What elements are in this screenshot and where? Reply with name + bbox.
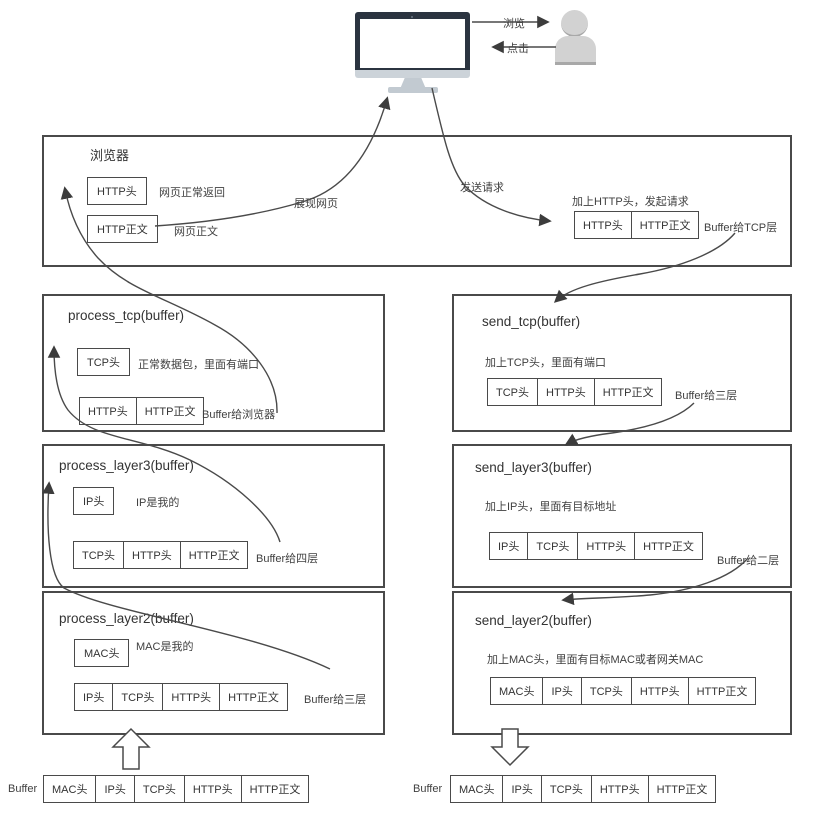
monitor-icon [355,10,470,93]
packet-cell: HTTP正文 [647,776,716,802]
packet-cell: TCP头 [133,776,184,802]
send-layer3-box: send_layer3(buffer) 加上IP头，里面有目标地址 IP头 TCP… [452,444,792,588]
send-layer3-title: send_layer3(buffer) [475,460,592,475]
packet-cell: TCP头 [112,684,162,710]
buffer-left-label: Buffer [8,783,38,795]
browser-title: 浏览器 [90,148,130,163]
packet-cell: HTTP正文 [634,533,702,559]
packet-cell: HTTP正文 [687,678,756,704]
buffer-to-layer3-right-label: Buffer给三层 [675,390,738,402]
tcp-head-box: TCP头 [77,348,130,376]
packet-cell: HTTP头 [583,220,623,232]
packet-cell: HTTP头 [88,406,128,418]
mac-head-note: MAC是我的 [136,641,194,653]
user-head [561,10,588,37]
tcp-head-note: 正常数据包，里面有端口 [138,359,259,371]
packet-cell: HTTP头 [183,776,241,802]
process-layer3-box: process_layer3(buffer) IP头 IP是我的 TCP头 HTT… [42,444,385,588]
send-tcp-note: 加上TCP头，里面有端口 [485,357,606,369]
packet-cell: TCP头 [527,533,577,559]
send-tcp-title: send_tcp(buffer) [482,314,581,329]
request-packet-row: HTTP头 HTTP正文 [574,211,700,239]
packet-cell: MAC头 [499,686,535,698]
packet-cell: TCP头 [540,776,591,802]
browser-box: 浏览器 HTTP头 网页正常返回 HTTP正文 网页正文 展现网页 发送请求 加… [42,135,792,267]
send-request-label: 发送请求 [460,182,504,194]
http-header-note: 网页正常返回 [159,187,225,199]
packet-cell: HTTP正文 [135,398,204,424]
monitor-stand-base [388,87,438,93]
http-body-note: 网页正文 [174,226,218,238]
packet-cell: TCP头 [82,550,115,562]
packet-cell: MAC头 [459,784,495,796]
packet-cell: HTTP头 [577,533,634,559]
packet-cell: IP头 [83,692,105,704]
ip-head-note: IP是我的 [136,497,180,509]
process-layer2-box: process_layer2(buffer) MAC头 MAC是我的 IP头 TC… [42,591,385,735]
user-icon [552,8,602,68]
packet-cell: MAC头 [52,784,88,796]
packet-cell: HTTP头 [590,776,648,802]
process-layer3-title: process_layer3(buffer) [59,458,194,473]
ip-head-box: IP头 [73,487,115,515]
process-layer2-title: process_layer2(buffer) [59,611,194,626]
send-layer3-note: 加上IP头，里面有目标地址 [485,501,617,513]
add-http-note: 加上HTTP头，发起请求 [572,196,689,208]
packet-cell: TCP头 [580,678,631,704]
buffer-to-layer3-left-label: Buffer给三层 [304,694,367,706]
packet-cell: HTTP头 [537,379,594,405]
packet-cell: TCP头 [496,387,529,399]
packet-cell: IP头 [502,776,540,802]
packet-cell: HTTP正文 [593,379,662,405]
packet-cell: IP头 [95,776,133,802]
http-header-box: HTTP头 [87,177,147,205]
send-layer2-note: 加上MAC头，里面有目标MAC或者网关MAC [487,654,704,666]
packet-cell: HTTP正文 [219,684,287,710]
show-page-label: 展现网页 [294,198,338,210]
process-tcp-packet-row: HTTP头 HTTP正文 [79,397,205,425]
monitor-stand-neck [400,78,426,89]
process-tcp-title: process_tcp(buffer) [68,308,185,323]
process-tcp-box: process_tcp(buffer) TCP头 正常数据包，里面有端口 HTT… [42,294,385,432]
packet-cell: IP头 [542,678,580,704]
mac-head-box: MAC头 [74,639,130,667]
up-arrow-icon [111,727,151,770]
buffer-to-browser-label: Buffer给浏览器 [202,409,276,421]
http-body-box: HTTP正文 [87,215,158,243]
browse-label: 浏览 [503,18,525,30]
monitor-frame [355,12,470,70]
send-layer2-title: send_layer2(buffer) [475,613,592,628]
packet-cell: HTTP头 [630,678,688,704]
monitor-camera-dot [411,16,413,18]
buffer-to-layer4-label: Buffer给四层 [256,553,319,565]
buffer-right-label: Buffer [413,783,443,795]
packet-cell: IP头 [498,541,520,553]
click-label: 点击 [507,43,529,55]
buffer-to-tcp-label: Buffer给TCP层 [704,222,778,234]
monitor-bezel [355,70,470,78]
packet-cell: HTTP正文 [630,212,699,238]
send-layer2-box: send_layer2(buffer) 加上MAC头，里面有目标MAC或者网关M… [452,591,792,735]
buffer-to-layer2-label: Buffer给二层 [717,555,780,567]
packet-cell: HTTP正文 [179,542,248,568]
monitor-screen [360,19,465,68]
user-body [555,36,596,65]
packet-cell: HTTP头 [123,542,180,568]
packet-cell: HTTP正文 [240,776,309,802]
packet-cell: HTTP头 [162,684,219,710]
